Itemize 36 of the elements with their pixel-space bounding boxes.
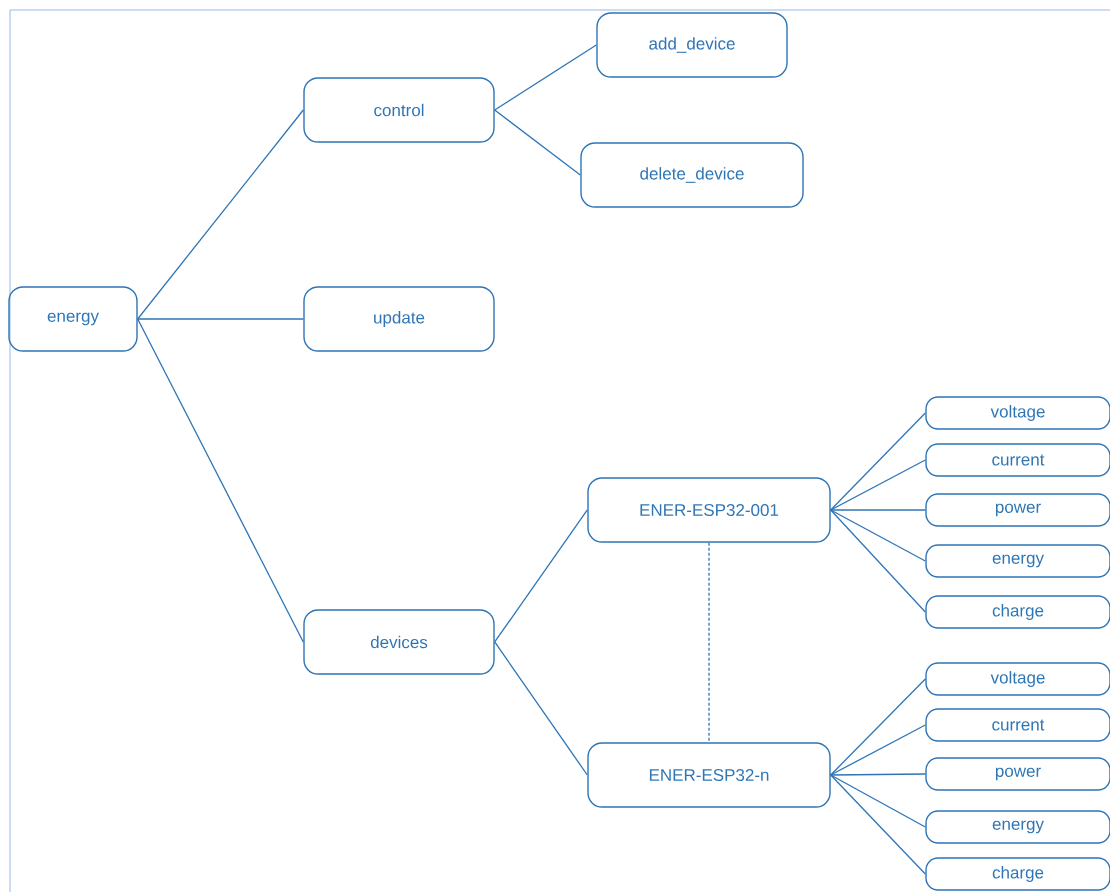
connector-line	[137, 318, 304, 320]
connector-line	[830, 412, 926, 511]
topic-box: current	[925, 708, 1110, 742]
connector-line	[830, 509, 926, 511]
topic-box: ENER-ESP32-n	[587, 742, 831, 808]
topic-box: charge	[925, 595, 1110, 629]
connector-line	[830, 509, 926, 562]
topic-box: control	[303, 77, 495, 143]
topic-box: energy	[925, 544, 1110, 578]
connector-line	[137, 318, 304, 643]
connector-line	[830, 774, 926, 828]
connector-line	[494, 641, 588, 776]
connector-line	[708, 542, 710, 743]
connector-line	[494, 509, 588, 643]
topic-box: energy	[8, 286, 138, 352]
topic-box: current	[925, 443, 1110, 477]
topic-box: devices	[303, 609, 495, 675]
connector-line	[830, 459, 926, 511]
topic-box: ENER-ESP32-001	[587, 477, 831, 543]
connector-line	[494, 109, 581, 176]
connector-line	[830, 678, 926, 776]
topic-box: update	[303, 286, 495, 352]
topic-box: voltage	[925, 396, 1110, 430]
connector-line	[830, 509, 926, 613]
topic-box: delete_device	[580, 142, 804, 208]
topic-box: power	[925, 757, 1110, 791]
connector-line	[830, 724, 926, 776]
connector-line	[830, 774, 926, 875]
topic-box: add_device	[596, 12, 788, 78]
topic-box: energy	[925, 810, 1110, 844]
topic-box: charge	[925, 857, 1110, 891]
connector-line	[494, 44, 597, 111]
topic-box: power	[925, 493, 1110, 527]
connector-line	[137, 109, 304, 320]
connector-line	[830, 773, 926, 776]
topic-box: voltage	[925, 662, 1110, 696]
